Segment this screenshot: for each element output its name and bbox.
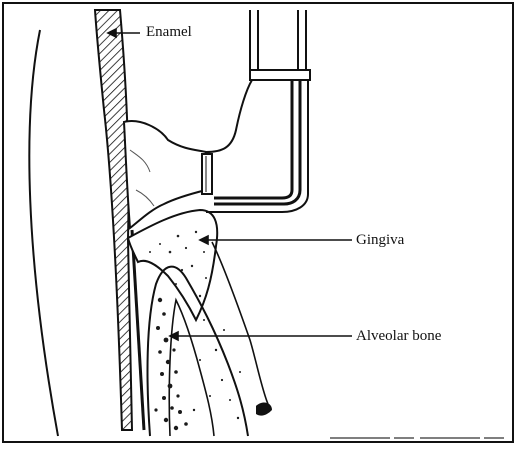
- gingiva-shape: [128, 210, 217, 320]
- alveolar-bone-inner: [169, 300, 214, 436]
- enamel-band: [95, 10, 132, 430]
- alveolar-bone-label: Alveolar bone: [356, 329, 441, 344]
- lip-outline: [29, 30, 58, 436]
- tissue-fragment: [256, 403, 272, 416]
- enamel-label: Enamel: [146, 25, 192, 40]
- periodontal-probe: [202, 10, 310, 212]
- gingiva-label: Gingiva: [356, 233, 404, 248]
- bone-crest-edge: [212, 242, 268, 404]
